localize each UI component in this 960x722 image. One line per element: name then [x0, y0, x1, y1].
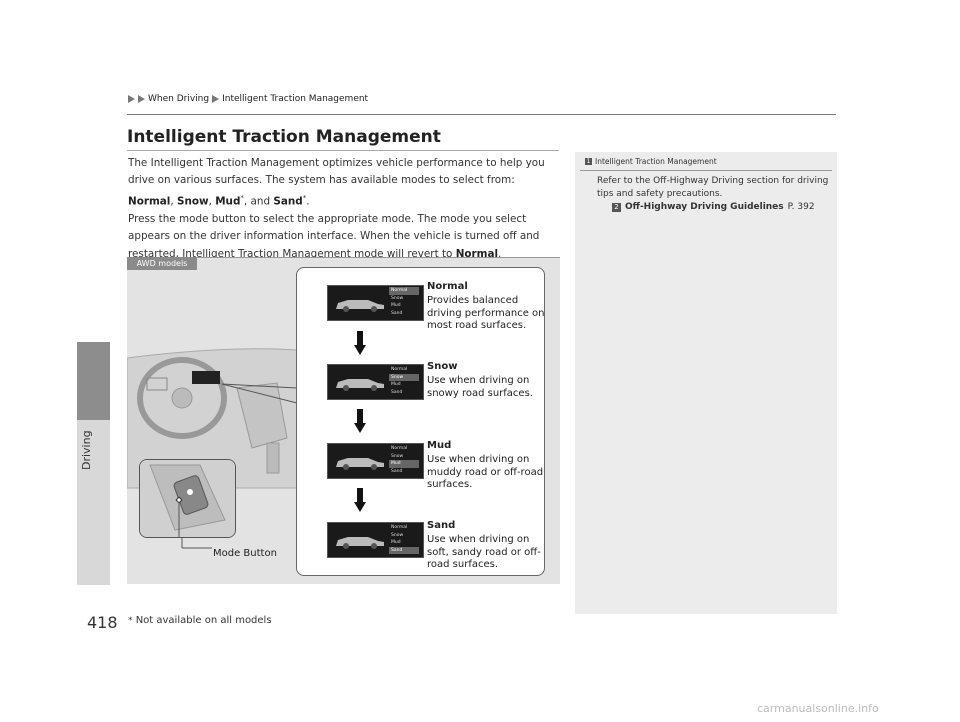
steering-hub	[171, 387, 193, 409]
console-panel	[266, 442, 280, 474]
separator: , and	[243, 195, 274, 208]
menu-item: Normal	[391, 367, 408, 372]
leader-line	[221, 383, 298, 404]
mode-button-inset	[139, 459, 236, 538]
separator: .	[306, 195, 310, 208]
mode-sand-title: Sand	[427, 520, 456, 531]
breadcrumb-arrow-icon	[128, 95, 135, 103]
note-text: Refer to the Off-Highway Driving section…	[597, 176, 829, 199]
header-divider	[127, 114, 836, 115]
footnote: * Not available on all models	[128, 615, 272, 626]
mode-menu: Normal Snow Mud Sand	[389, 287, 419, 317]
page-title: Intelligent Traction Management	[127, 127, 441, 147]
body-text: The Intelligent Traction Management opti…	[128, 155, 560, 263]
mode-screen-mud: Normal Snow Mud Sand	[327, 443, 424, 479]
watermark: carmanualsonline.info	[757, 702, 879, 715]
vehicle-icon	[336, 300, 384, 312]
mode-screen-normal: Normal Snow Mud Sand	[327, 285, 424, 321]
menu-item: Normal	[389, 287, 419, 295]
mode-mud-title: Mud	[427, 440, 452, 451]
mode-button-label: Mode Button	[213, 548, 277, 559]
mode-sand-text: Sand	[273, 195, 303, 208]
mode-mud-text: Mud	[215, 195, 241, 208]
menu-item: Normal	[391, 446, 408, 451]
footnote-text: Not available on all models	[135, 615, 272, 626]
separator: ,	[208, 195, 216, 208]
mode-normal-title: Normal	[427, 281, 468, 292]
down-arrow-icon	[354, 488, 366, 512]
mode-menu: Normal Snow Mud Sand	[389, 524, 419, 555]
vehicle-icon	[336, 379, 384, 391]
leader-line	[221, 383, 298, 389]
title-divider	[127, 150, 559, 151]
footnote-star: *	[128, 616, 133, 626]
menu-item: Sand	[391, 389, 403, 395]
body-instructions: Press the mode button to select the appr…	[128, 212, 540, 260]
center-console	[236, 382, 288, 449]
menu-item: Sand	[391, 468, 403, 474]
mode-snow-text: Snow	[176, 195, 209, 208]
menu-item: Sand	[391, 310, 403, 316]
chapter-label: Driving	[80, 430, 93, 470]
page-number: 418	[87, 613, 118, 632]
menu-item: Snow	[389, 373, 419, 382]
body-intro: The Intelligent Traction Management opti…	[128, 157, 545, 187]
mode-mud-desc: Use when driving on muddy road or off-ro…	[427, 454, 544, 490]
mode-screen-sand: Normal Snow Mud Sand	[327, 522, 424, 558]
mode-snow-title: Snow	[427, 361, 458, 372]
mode-menu: Normal Snow Mud Sand	[389, 366, 419, 396]
note-badge: 1	[585, 158, 592, 165]
mode-button-illustration	[140, 460, 235, 537]
steering-wheel-icon	[137, 357, 227, 439]
mode-button-glyph-icon	[187, 489, 193, 495]
side-tab-band	[77, 420, 110, 585]
driver-info-display	[192, 371, 220, 384]
breadcrumb: When Driving Intelligent Traction Manage…	[128, 94, 368, 104]
mode-normal-text: Normal	[128, 195, 171, 208]
mode-sand-desc: Use when driving on soft, sandy road or …	[427, 534, 541, 570]
menu-item: Sand	[389, 546, 419, 555]
reference-title[interactable]: Off-Highway Driving Guidelines	[625, 202, 784, 212]
gauge	[146, 377, 168, 391]
breadcrumb-arrow-icon	[138, 95, 145, 103]
menu-item: Snow	[391, 295, 404, 301]
menu-item: Mud	[391, 303, 401, 309]
down-arrow-icon	[354, 409, 366, 433]
breadcrumb-arrow-icon	[212, 95, 220, 103]
mode-snow-desc: Use when driving on snowy road surfaces.	[427, 375, 533, 399]
mode-screen-snow: Normal Snow Mud Sand	[327, 364, 424, 400]
menu-item: Normal	[391, 525, 408, 530]
reference-arrow-icon: 2	[612, 202, 621, 212]
note-header: 1 Intelligent Traction Management	[585, 157, 717, 166]
separator: ,	[170, 195, 177, 208]
note-reference-link[interactable]: 2 Off-Highway Driving Guidelines P. 392	[612, 202, 815, 212]
menu-item: Snow	[391, 532, 404, 538]
note-panel	[575, 152, 837, 614]
breadcrumb-current: Intelligent Traction Management	[222, 94, 369, 104]
note-title: Intelligent Traction Management	[595, 157, 717, 166]
menu-item: Snow	[391, 453, 404, 459]
awd-models-tag: AWD models	[127, 257, 197, 270]
footnote-marker: *	[240, 193, 244, 202]
reference-page: P. 392	[787, 202, 815, 212]
pointer-marker	[175, 496, 183, 504]
footnote-marker: *	[302, 193, 307, 202]
side-tab-marker	[77, 342, 110, 420]
vehicle-icon	[336, 537, 384, 549]
note-divider	[580, 170, 832, 171]
menu-item: Mud	[389, 460, 419, 468]
vehicle-icon	[336, 458, 384, 470]
chapter-side-tab	[77, 0, 110, 722]
separator: .	[498, 247, 502, 260]
menu-item: Mud	[391, 382, 401, 388]
mode-menu: Normal Snow Mud Sand	[389, 445, 419, 475]
revert-mode-text: Normal	[455, 247, 499, 260]
down-arrow-icon	[354, 331, 366, 355]
mode-normal-desc: Provides balanced driving performance on…	[427, 295, 545, 331]
menu-item: Mud	[391, 540, 401, 546]
breadcrumb-parent[interactable]: When Driving	[148, 94, 210, 104]
